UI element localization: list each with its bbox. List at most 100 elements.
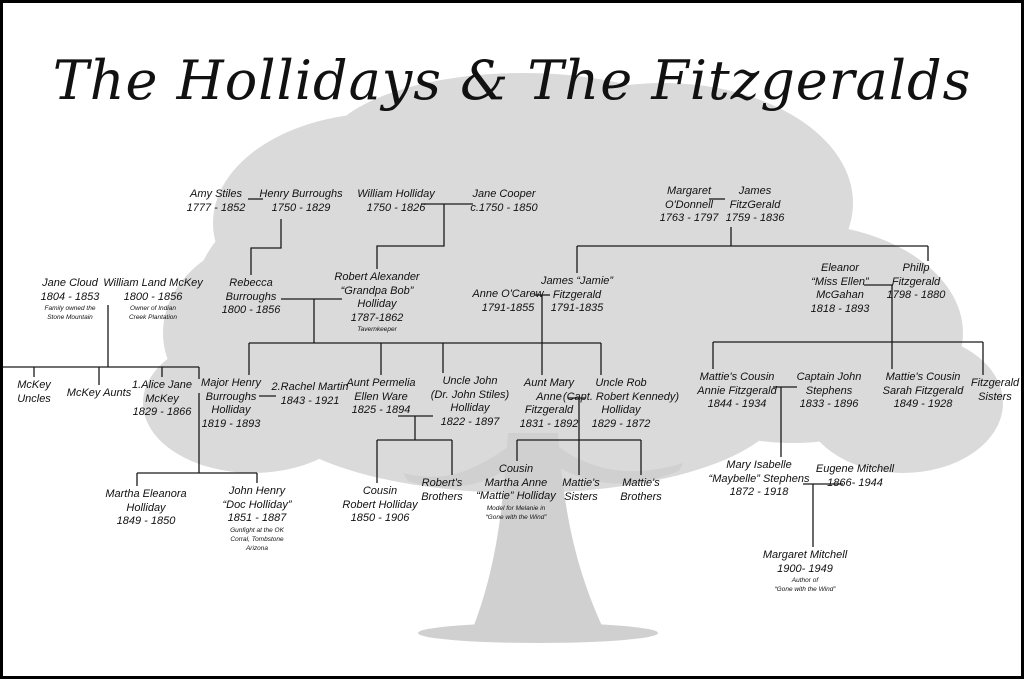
person-dates-line: 1833 - 1896 [799,398,859,410]
person-name-line: “Maybelle” Stephens [708,472,810,485]
person-name-line: Rebecca [229,277,273,289]
person-name-line: Henry Burroughs [259,188,343,200]
person-name-line: William Holliday [357,188,435,200]
person-name-line: Martha Eleanora [105,488,187,500]
person-name-line: Uncle John [442,375,498,387]
person-name-line: O'Donnell [665,198,713,211]
person-name-line: Sisters [564,490,598,503]
person-name-line: Stephens [805,384,853,397]
person-dates-line: 1750 - 1826 [366,201,426,214]
person-name-line: “Doc Holliday” [222,498,292,511]
person-name-line: Cousin [362,485,398,497]
person-note-line: Arizona [245,544,269,552]
person-dates-line: 1849 - 1928 [893,398,953,410]
person-note-line: “Gone with the Wind” [774,586,836,593]
person-note-line: Model for Melanie in [486,504,546,512]
person-name-line: McKey Aunts [66,387,132,399]
person-note-line: Corral, Tombstone [230,535,284,543]
person-name-line: 2.Rachel Martin [271,381,349,393]
person-name-line: Mattie's Cousin [699,371,775,383]
person-name-line: Fitzgerald [524,404,574,416]
person-name-line: Captain John [796,371,862,383]
person-name-line: Holliday [601,404,641,416]
person-dates-line: 1829 - 1866 [132,406,192,418]
person-name-line: Brothers [620,490,662,503]
person-name-line: Uncle Rob [595,377,647,389]
person-name-line: “Mattie” Holliday [476,490,556,502]
person-name-line: Margaret Mitchell [762,549,848,561]
tree-silhouette-illustration [143,73,1003,643]
person-name-line: Anne [536,390,562,403]
person-name-line: Holliday [211,404,251,416]
person-name-line: Robert Alexander [334,271,420,283]
person-name-line: Jane Cooper [472,188,536,200]
person-dates-line: 1750 - 1829 [271,201,331,214]
person-name-line: Mattie's [562,477,600,489]
person-name-line: Holliday [357,298,397,310]
person-dates-line: 1900- 1949 [777,562,833,575]
person-dates-line: 1819 - 1893 [201,417,261,430]
person-name-line: Holliday [126,501,166,514]
person-dates-line: 1791-1855 [481,301,535,314]
person-dates-line: 1822 - 1897 [440,415,500,428]
person-name-line: Sarah Fitzgerald [882,384,964,397]
person-name-line: Fitzgerald [891,275,941,288]
person-dates-line: 1798 - 1880 [886,289,946,301]
family-connector-line [376,204,445,269]
person-note-line: Tavernkeeper [357,326,397,333]
connector-lines [3,198,984,547]
person-name-line: Fitzgerald [970,377,1020,389]
person-dates-line: 1818 - 1893 [810,302,870,315]
person-name-line: Amy Stiles [190,188,242,200]
person-name-line: Robert's [421,477,463,489]
person-dates-line: 1829 - 1872 [591,417,651,430]
person-dates-line: 1831 - 1892 [519,417,579,430]
person-name-line: Brothers [421,490,463,503]
person-dates-line: 1804 - 1853 [40,290,100,303]
person-name-line: “Grandpa Bob” [340,284,414,297]
person-dates-line: 1844 - 1934 [707,398,767,410]
person-dates-line: 1759 - 1836 [725,212,785,224]
person-dates-line: 1866- 1944 [827,476,883,489]
person-dates-line: 1787-1862 [350,311,404,324]
person-name-line: John Henry [228,485,286,497]
person-dates-line: 1777 - 1852 [186,201,246,214]
page-title: The Hollidays & The Fitzgeralds [52,49,972,112]
person-dates-line: 1849 - 1850 [116,515,176,527]
person-name-line: Robert Holliday [342,498,418,511]
person-note-line: Family owned the [44,305,96,312]
person-name-line: James [738,185,772,197]
person-name-line: McKey [17,379,51,391]
person-name-line: Major Henry [201,377,261,389]
person-name-line: Aunt Mary [523,377,575,389]
person-name-line: Phillp [902,262,930,274]
person-name-line: Burroughs [225,290,277,303]
person-name-line: 1.Alice Jane [132,379,192,391]
person-dates-line: 1800 - 1856 [221,304,281,316]
person-name-line: Aunt Permelia [346,377,416,389]
